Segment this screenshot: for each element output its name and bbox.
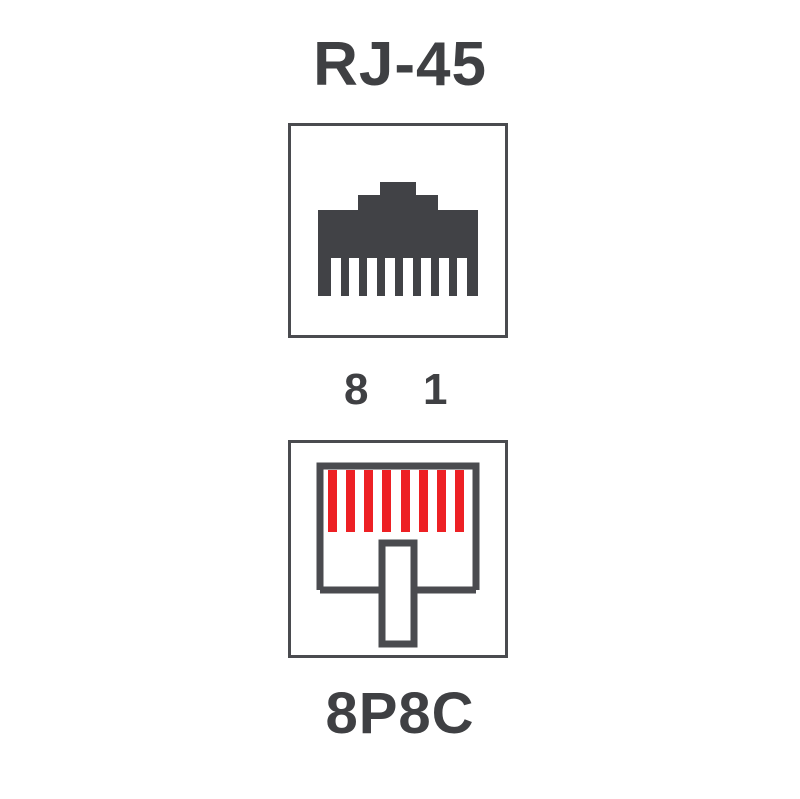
pin-number-left: 8 bbox=[344, 365, 369, 414]
jack-pin-7 bbox=[437, 470, 446, 532]
jack-8p8c-icon bbox=[316, 462, 480, 648]
jack-pin-8 bbox=[455, 470, 464, 532]
jack-pin-4 bbox=[382, 470, 391, 532]
jack-pin-3 bbox=[364, 470, 373, 532]
plug-slot-2 bbox=[349, 258, 359, 296]
page-title: RJ-45 bbox=[313, 30, 487, 99]
plug-slot-7 bbox=[439, 258, 449, 296]
footer-label: 8P8C bbox=[325, 681, 475, 746]
jack-pin-2 bbox=[346, 470, 355, 532]
plug-slot-4 bbox=[385, 258, 395, 296]
plug-slot-1 bbox=[331, 258, 341, 296]
pin-number-right: 1 bbox=[423, 365, 448, 414]
plug-slot-3 bbox=[367, 258, 377, 296]
plug-body-shape bbox=[318, 182, 478, 296]
jack-8p8c-panel bbox=[288, 440, 508, 658]
plug-slot-8 bbox=[457, 258, 467, 296]
jack-contact-pins bbox=[328, 470, 464, 532]
jack-pin-1 bbox=[328, 470, 337, 532]
plug-pin-slots bbox=[331, 258, 467, 296]
jack-pin-5 bbox=[401, 470, 410, 532]
rj45-plug-icon bbox=[318, 182, 478, 296]
plug-slot-6 bbox=[421, 258, 431, 296]
plug-slot-5 bbox=[403, 258, 413, 296]
rj45-plug-panel bbox=[288, 123, 508, 338]
jack-keyway-tab bbox=[378, 539, 418, 648]
jack-pin-6 bbox=[419, 470, 428, 532]
jack-opening-outline bbox=[316, 462, 480, 594]
